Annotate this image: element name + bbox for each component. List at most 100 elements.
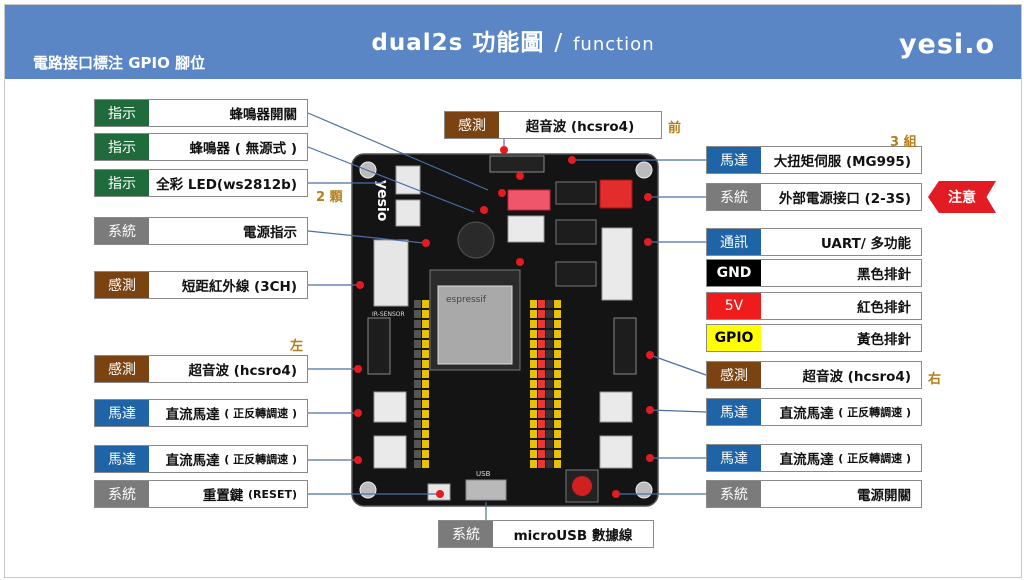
header-pin — [538, 420, 545, 428]
header-pin — [530, 390, 537, 398]
mount-hole — [635, 481, 653, 499]
note-front: 前 — [668, 121, 682, 136]
label-ir-sensor: 感測短距紅外線 (3CH) — [94, 271, 308, 299]
header-pin — [422, 330, 429, 338]
header-pin — [554, 310, 561, 318]
dot — [644, 193, 652, 201]
header-pin — [538, 380, 545, 388]
header-pin — [530, 440, 537, 448]
header-pin — [546, 310, 553, 318]
header-pin — [546, 320, 553, 328]
header-bar: dual2s 功能圖/function 電路接口標注 GPIO 腳位 yesi.… — [5, 5, 1021, 79]
led-connector — [395, 199, 421, 227]
dot — [422, 239, 430, 247]
label-ultrasonic-left: 感測超音波 (hcsro4) — [94, 355, 308, 383]
header-pin — [414, 420, 421, 428]
header-pin — [414, 390, 421, 398]
label-buzzer-switch: 指示蜂鳴器開關 — [94, 99, 308, 127]
header-pin — [546, 300, 553, 308]
header-pin — [530, 330, 537, 338]
header-pin — [546, 440, 553, 448]
label-dc-motor-left-2: 馬達直流馬達 ( 正反轉調速 ) — [94, 445, 308, 473]
header-pin — [554, 330, 561, 338]
header-pin — [414, 330, 421, 338]
header-pin — [414, 460, 421, 468]
header-pin — [546, 380, 553, 388]
label-led: 指示全彩 LED(ws2812b) — [94, 169, 308, 197]
header-pin — [422, 350, 429, 358]
header-pin — [554, 460, 561, 468]
servo-connector — [555, 219, 597, 245]
header-pin — [530, 320, 537, 328]
header-pin — [546, 370, 553, 378]
dot — [646, 406, 654, 414]
header-pin — [538, 430, 545, 438]
dot — [516, 258, 524, 266]
header-pin — [546, 460, 553, 468]
note-beads: 2 顆 — [316, 190, 343, 205]
dot — [646, 454, 654, 462]
esp32-label: espressif — [446, 295, 487, 305]
header-pin — [414, 450, 421, 458]
header-pin — [538, 360, 545, 368]
servo-connector — [555, 261, 597, 287]
header-pin — [546, 350, 553, 358]
header-pin — [422, 360, 429, 368]
header-pin — [530, 430, 537, 438]
header-pin — [422, 310, 429, 318]
header-pin — [530, 310, 537, 318]
header-pin — [546, 360, 553, 368]
header-pin — [422, 390, 429, 398]
header-pin — [414, 360, 421, 368]
header-pin — [530, 410, 537, 418]
note-groups: 3 組 — [890, 135, 917, 150]
dot — [356, 281, 364, 289]
label-power-indicator: 系統電源指示 — [94, 217, 308, 245]
header-pin — [554, 430, 561, 438]
connector-lines — [307, 112, 707, 520]
header-pin — [546, 430, 553, 438]
header-pin — [546, 420, 553, 428]
mount-hole — [635, 161, 653, 179]
label-dc-motor-right-2: 馬達直流馬達 ( 正反轉調速 ) — [706, 444, 922, 472]
label-ext-power: 系統外部電源接口 (2-3S) — [706, 183, 922, 211]
header-pin — [538, 340, 545, 348]
label-ultrasonic-front: 感測超音波 (hcsro4) — [444, 111, 662, 139]
page-subtitle: 電路接口標注 GPIO 腳位 — [33, 54, 206, 72]
header-pin — [538, 330, 545, 338]
header-pin — [554, 410, 561, 418]
power-switch-cap — [572, 476, 592, 496]
dot — [354, 456, 362, 464]
header-pin — [538, 320, 545, 328]
header-pin — [554, 450, 561, 458]
uart-connector — [601, 227, 633, 301]
header-pin — [414, 350, 421, 358]
note-right: 右 — [928, 372, 942, 387]
dot — [500, 146, 508, 154]
header-pin — [554, 360, 561, 368]
label-power-switch: 系統電源開關 — [706, 480, 922, 508]
pin-headers-right — [530, 300, 561, 468]
header-pin — [546, 400, 553, 408]
header-pin — [554, 420, 561, 428]
dc-connector-right-1 — [599, 391, 633, 423]
dot — [646, 351, 654, 359]
ir-header-label: IR-SENSOR — [372, 311, 405, 318]
dot — [568, 156, 576, 164]
label-ultrasonic-right: 感測超音波 (hcsro4) — [706, 361, 922, 389]
header-pin — [414, 320, 421, 328]
attention-badge: 注意 — [928, 181, 996, 213]
indicator-dots — [354, 146, 654, 498]
header-pin — [414, 370, 421, 378]
esp32-shield — [437, 285, 513, 365]
header-pin — [422, 400, 429, 408]
header-pin — [530, 450, 537, 458]
header-pin — [546, 390, 553, 398]
header-pin — [414, 340, 421, 348]
header-pin — [538, 450, 545, 458]
dot — [644, 238, 652, 246]
